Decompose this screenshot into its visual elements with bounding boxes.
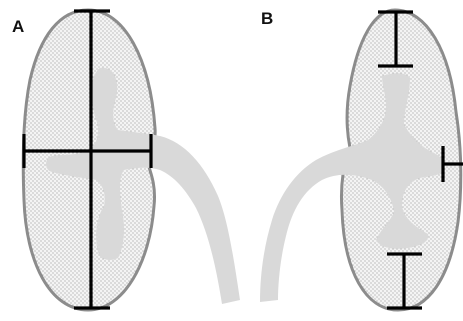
panel-a-label: A — [12, 17, 24, 36]
panel-a: A — [12, 10, 240, 310]
panel-b: B — [260, 9, 463, 310]
panel-b-label: B — [261, 9, 273, 28]
